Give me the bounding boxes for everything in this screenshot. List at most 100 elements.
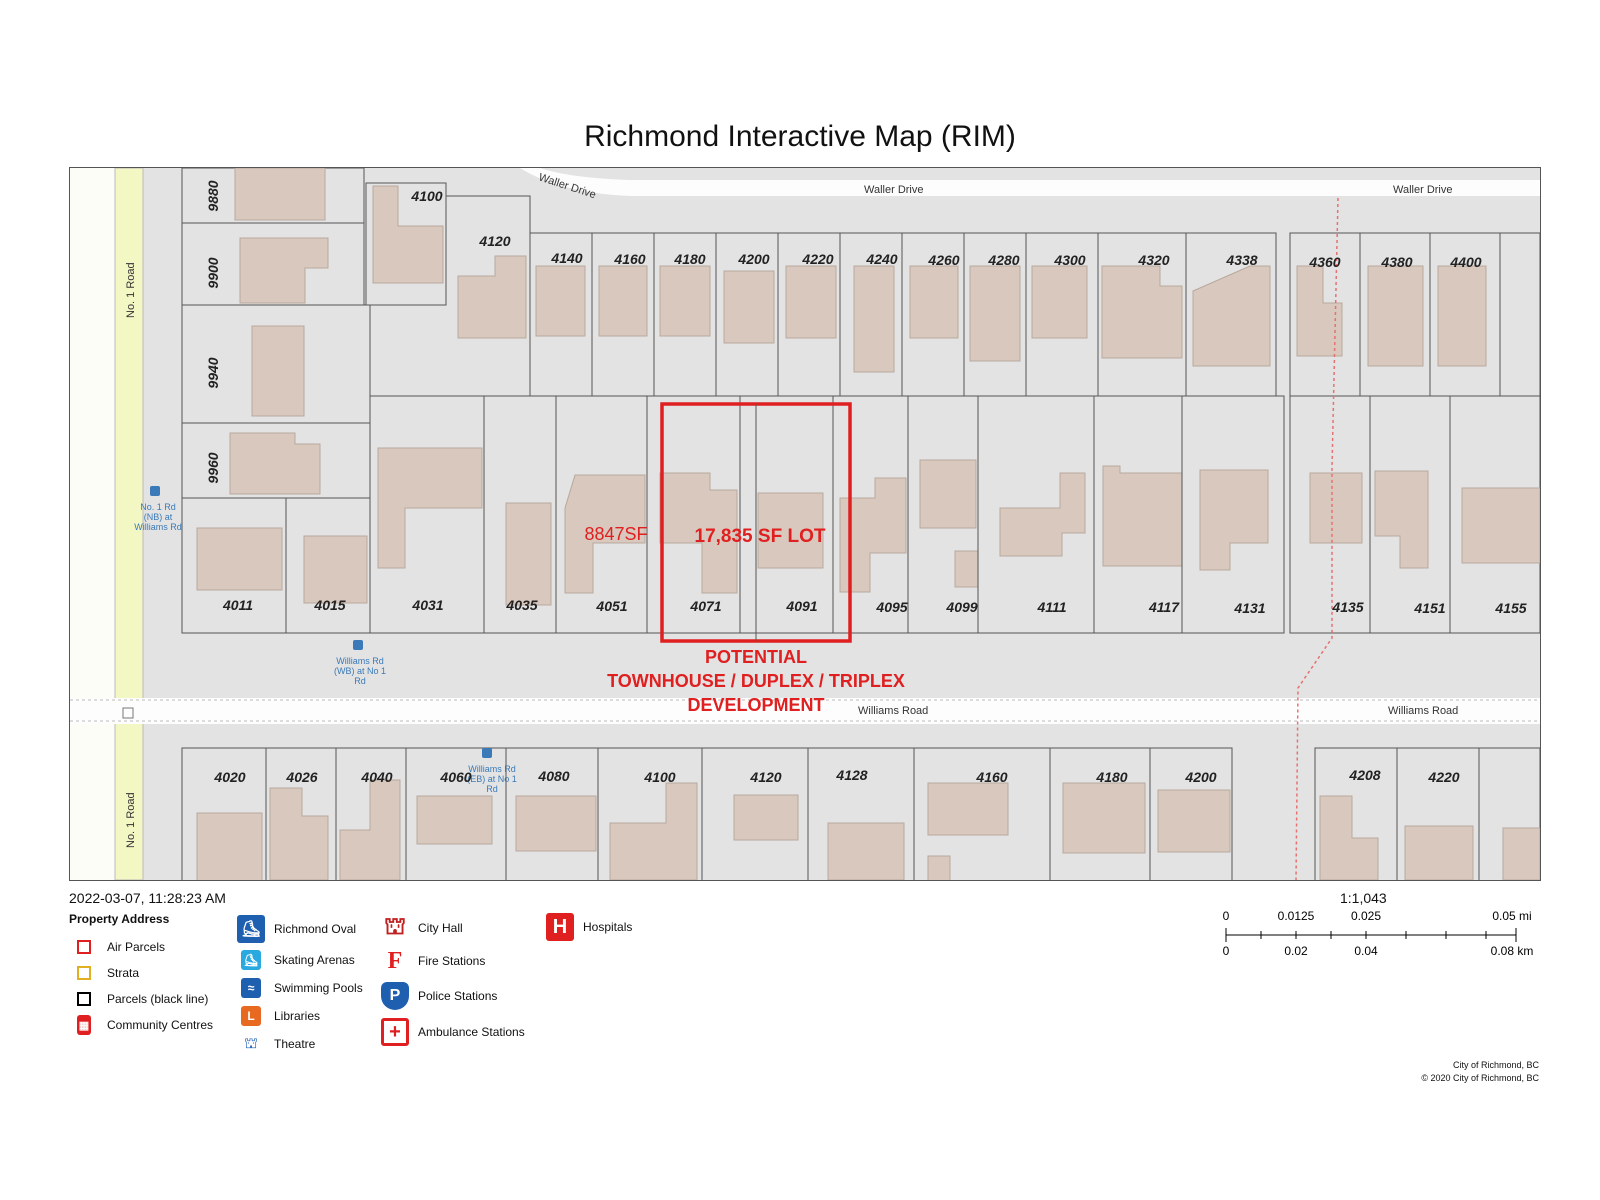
lot-number: 4260: [927, 252, 959, 268]
road-label-waller-drive: Waller Drive: [1393, 184, 1453, 196]
legend-item: ≈ Swimming Pools: [236, 974, 363, 1002]
scale-mi-1: 0.0125: [1278, 909, 1315, 923]
legend-column-3: ⛫ City Hall F Fire Stations P Police Sta…: [380, 912, 525, 1050]
lot-number: 4026: [285, 769, 317, 785]
lot-number: 4031: [411, 597, 443, 613]
lot-number: 4151: [1413, 600, 1445, 616]
legend-item: ⛸ Skating Arenas: [236, 946, 363, 974]
library-icon: L: [241, 1006, 261, 1026]
police-station-icon: P: [381, 982, 409, 1010]
road-label-williams-road: Williams Road: [1388, 705, 1458, 717]
credits: City of Richmond, BC © 2020 City of Rich…: [1421, 1059, 1539, 1085]
legend-item: Parcels (black line): [69, 986, 213, 1012]
lot-number: 4380: [1380, 254, 1412, 270]
legend-item: + Ambulance Stations: [380, 1014, 525, 1050]
city-hall-icon: ⛫: [383, 913, 407, 940]
lot-number: 4160: [613, 251, 645, 267]
crosswalk-icon: [122, 707, 134, 719]
svg-text:Williams Rd: Williams Rd: [134, 522, 182, 532]
lot-number: 4155: [1494, 600, 1526, 616]
scale-graphic: 0 0.0125 0.025 0.05 mi 0 0.02 0.04 0.08 …: [1223, 909, 1534, 958]
lot-number: 4120: [478, 233, 510, 249]
lot-number: 4128: [835, 767, 867, 783]
lot-number: 4099: [945, 599, 977, 615]
scale-km-1: 0.02: [1284, 944, 1308, 958]
lot-number: 4020: [213, 769, 245, 785]
lot-number: 4180: [673, 251, 705, 267]
legend-item: Strata: [69, 960, 213, 986]
svg-text:Williams Rd: Williams Rd: [336, 656, 384, 666]
lot-number: 4280: [987, 252, 1019, 268]
svg-text:(EB) at No 1: (EB) at No 1: [467, 774, 517, 784]
legend-column-1: Property Address Air Parcels Strata Parc…: [69, 912, 213, 1038]
lot-number: 4111: [1036, 599, 1066, 615]
theatre-icon: ⛫: [244, 1034, 258, 1052]
lot-number: 9880: [205, 180, 221, 211]
swimming-icon: ≈: [241, 978, 261, 998]
legend-item: ⛫ City Hall: [380, 912, 525, 944]
lot-number: 4208: [1348, 767, 1380, 783]
lot-number: 4040: [360, 769, 392, 785]
bus-stop-marker[interactable]: Williams Rd (WB) at No 1 Rd: [334, 640, 386, 686]
lot-number: 4095: [875, 599, 907, 615]
legend-item: H Hospitals: [545, 912, 632, 942]
svg-text:(NB) at: (NB) at: [144, 512, 173, 522]
lot-number: 4080: [537, 768, 569, 784]
lot-number: 4320: [1137, 252, 1169, 268]
bus-stop-label: No. 1 Rd: [140, 502, 176, 512]
road-label-waller-drive: Waller Drive: [864, 184, 924, 196]
road-label-no1-road: No. 1 Road: [125, 262, 137, 318]
legend-item: F Fire Stations: [387, 947, 486, 974]
scale-km-2: 0.04: [1354, 944, 1378, 958]
scale-ratio: 1:1,043: [1340, 890, 1387, 906]
lot-number: 4015: [313, 597, 345, 613]
credit-line: City of Richmond, BC: [1452, 1060, 1539, 1070]
no1-road: [114, 168, 144, 880]
middle-row-lots: [181, 395, 1540, 634]
williams-road: [70, 698, 1540, 724]
legend-item: L Libraries: [236, 1002, 363, 1030]
south-row-lots: [181, 747, 1540, 880]
lot-number: 4100: [643, 769, 675, 785]
fire-station-icon: F: [387, 947, 403, 974]
waller-drive: [520, 168, 1540, 196]
lot-number: 4035: [505, 597, 537, 613]
copyright-line: © 2020 City of Richmond, BC: [1421, 1073, 1539, 1083]
legend-column-2: ⛸ Richmond Oval ⛸ Skating Arenas ≈ Swimm…: [236, 912, 363, 1058]
strata-icon: [77, 966, 91, 980]
legend-item: P Police Stations: [380, 978, 525, 1014]
lot-number: 4200: [1184, 769, 1216, 785]
parcels-icon: [77, 992, 91, 1006]
scale-mi-3: 0.05 mi: [1492, 909, 1531, 923]
lot-number: 4140: [550, 250, 582, 266]
boundary-line: [1295, 197, 1339, 880]
lot-number: 4200: [737, 251, 769, 267]
lot-number: 4160: [975, 769, 1007, 785]
map-canvas[interactable]: .lot { fill:#e3e3e3; stroke:#555; stroke…: [70, 168, 1540, 880]
timestamp: 2022-03-07, 11:28:23 AM: [69, 890, 226, 906]
development-label-line1: POTENTIAL: [705, 647, 807, 667]
bus-stop-marker[interactable]: No. 1 Rd (NB) at Williams Rd: [134, 486, 182, 532]
legend-column-4: H Hospitals: [545, 912, 632, 942]
lot-number: 4300: [1053, 252, 1085, 268]
lot-number: 4051: [595, 598, 627, 614]
lot-number: 4091: [785, 598, 817, 614]
page-title: Richmond Interactive Map (RIM): [584, 120, 1016, 153]
skating-icon: ⛸: [241, 950, 261, 970]
development-label-line3: DEVELOPMENT: [687, 695, 824, 715]
lot-area-label: 17,835 SF LOT: [695, 526, 826, 547]
scale-mi-0: 0: [1223, 909, 1230, 923]
bus-stop-marker[interactable]: Williams Rd (EB) at No 1 Rd: [467, 748, 517, 794]
legend-item: Air Parcels: [69, 934, 213, 960]
lot-number: 4180: [1095, 769, 1127, 785]
legend-item: ⛸ Richmond Oval: [236, 912, 363, 946]
lot-number: 9900: [205, 257, 221, 288]
lot-number: 4117: [1148, 599, 1180, 615]
lot-number: 4071: [689, 598, 721, 614]
lot-number: 4131: [1233, 600, 1265, 616]
map-viewport[interactable]: .lot { fill:#e3e3e3; stroke:#555; stroke…: [69, 167, 1541, 881]
lot-number: 9940: [205, 357, 221, 388]
